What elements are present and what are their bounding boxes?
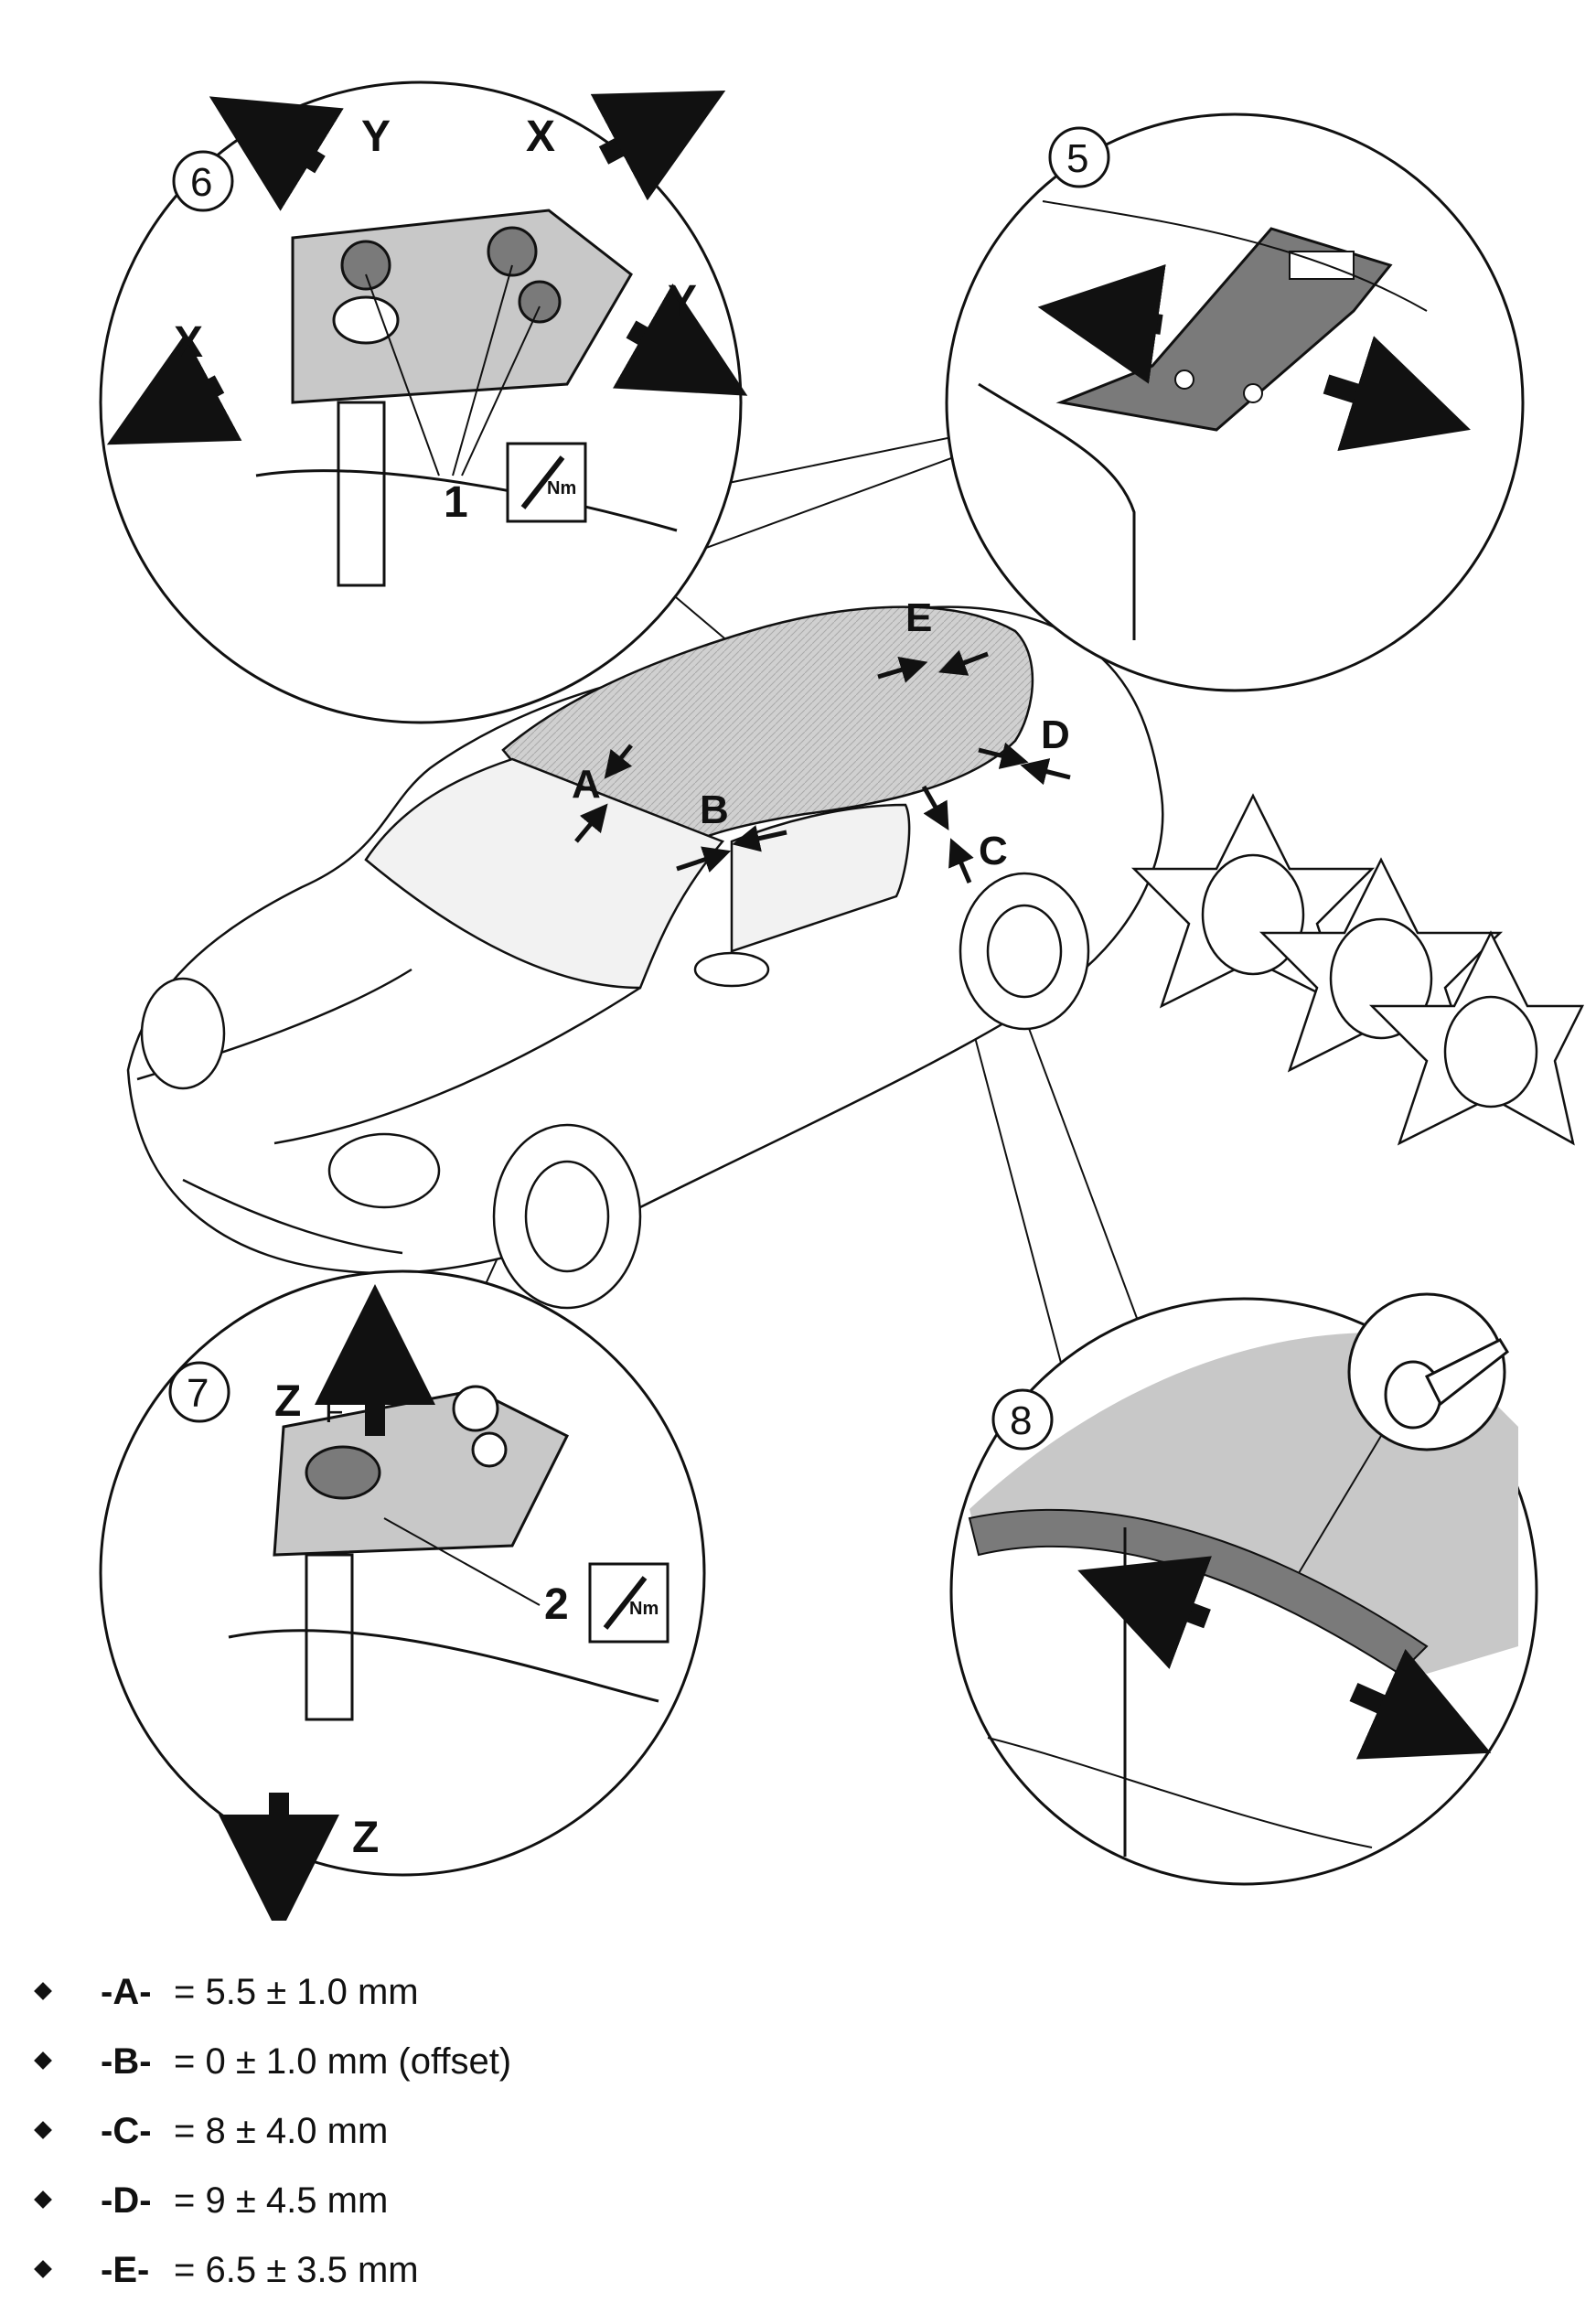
callout-circle-6 [172, 150, 234, 212]
tolerance-legend: -A- = 5.5 ± 1.0 mm -B- = 0 ± 1.0 mm (off… [34, 1957, 1500, 2305]
axis-arrows-7 [219, 1284, 435, 1921]
part-2-label: 2 [544, 1580, 569, 1629]
axis-y-right: Y [668, 277, 697, 326]
bullet-icon [34, 2190, 52, 2209]
axis-arrows-6 [106, 90, 748, 445]
torque-badge-1: Nm [547, 478, 576, 498]
legend-term: -A- [101, 1972, 152, 2012]
car-illustration [126, 605, 1164, 1310]
legend-row-b: -B- = 0 ± 1.0 mm (offset) [34, 2027, 1500, 2096]
detail-7 [99, 1269, 706, 1877]
callout-5: 5 [1066, 136, 1088, 181]
axis-z-top: Z [274, 1377, 301, 1426]
legend-value: = 8 ± 4.0 mm [174, 2111, 389, 2151]
callout-circle-8 [991, 1388, 1054, 1451]
axis-y-top: Y [361, 112, 391, 161]
bullet-icon [34, 2121, 52, 2139]
callout-7: 7 [187, 1371, 209, 1416]
legend-value: = 0 ± 1.0 mm (offset) [174, 2041, 512, 2082]
axis-z-bottom: Z [352, 1814, 379, 1862]
screw-leader [1298, 1435, 1382, 1574]
callout-8: 8 [1010, 1398, 1032, 1443]
gap-label-d: D [1041, 712, 1070, 757]
assembly-diagram: A B C D E 6 [99, 80, 1585, 1921]
bullet-icon [34, 2260, 52, 2278]
legend-term: -D- [101, 2180, 152, 2221]
wrench-icon: Nm [588, 1562, 669, 1644]
gap-label-e: E [905, 595, 932, 640]
bullet-icon [34, 1982, 52, 2000]
gap-label-a: A [572, 762, 601, 807]
legend-term: -C- [101, 2111, 152, 2151]
f-mark: F [325, 1395, 344, 1430]
wrench-icon: Nm [506, 442, 587, 523]
legend-row-d: -D- = 9 ± 4.5 mm [34, 2166, 1500, 2235]
spacer-icon [1368, 930, 1585, 1146]
part-1-label: 1 [444, 478, 468, 527]
legend-row-c: -C- = 8 ± 4.0 mm [34, 2096, 1500, 2166]
axis-arrows-5 [1037, 263, 1471, 452]
axis-x-left: X [174, 318, 203, 367]
legend-value: = 9 ± 4.5 mm [174, 2180, 389, 2221]
torque-badge-2: Nm [629, 1599, 659, 1619]
legend-row-e: -E- = 6.5 ± 3.5 mm [34, 2235, 1500, 2305]
legend-value: = 5.5 ± 1.0 mm [174, 1972, 419, 2012]
legend-term: -E- [101, 2250, 150, 2290]
bullet-icon [34, 2051, 52, 2070]
screw-icon [1347, 1292, 1509, 1451]
callout-circle-5 [1048, 126, 1110, 188]
detail-6 [99, 80, 743, 724]
gap-arrows [574, 649, 1071, 884]
callout-circle-7 [168, 1361, 230, 1423]
legend-value: = 6.5 ± 3.5 mm [174, 2250, 419, 2290]
axis-arrows-8 [1077, 1556, 1492, 1760]
detail-5 [945, 112, 1525, 692]
spacer-set [1130, 793, 1585, 1146]
axis-x-top: X [526, 112, 555, 161]
gap-label-c: C [979, 829, 1008, 873]
callout-6: 6 [190, 160, 212, 205]
gap-label-b: B [700, 787, 729, 832]
legend-row-a: -A- = 5.5 ± 1.0 mm [34, 1957, 1500, 2027]
legend-term: -B- [101, 2041, 152, 2082]
